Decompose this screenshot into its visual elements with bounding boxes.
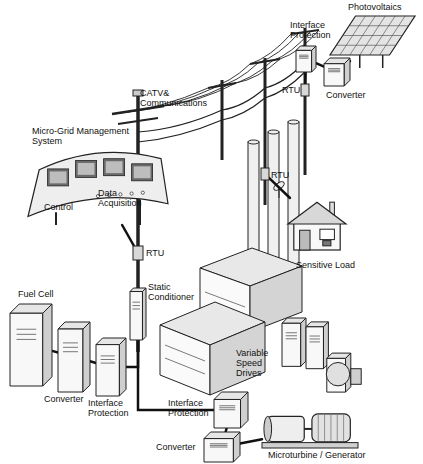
equipment-label: Interface Protection <box>290 20 340 40</box>
fuel-cell-cabinet: Fuel Cell <box>10 304 52 386</box>
interface-protection-cabinet: Interface Protection <box>214 392 248 428</box>
equipment-label: RTU <box>282 85 300 95</box>
equipment-label: Sensitive Load <box>296 260 366 270</box>
equipment-label: RTU <box>146 248 166 258</box>
cable <box>304 72 307 84</box>
converter-unit: Converter <box>324 58 350 86</box>
cabinet-drawing <box>296 46 316 72</box>
equipment-drawing <box>288 198 346 250</box>
cable <box>269 178 290 198</box>
rtu-drawing <box>261 168 269 180</box>
generator-drawing <box>268 416 304 441</box>
cabinet-drawing <box>130 288 146 340</box>
rtu-box: RTU <box>133 246 143 260</box>
rtu-box: RTU <box>301 84 309 96</box>
equipment-drawing <box>262 412 358 448</box>
cable <box>90 361 96 363</box>
equipment-drawing <box>58 322 90 392</box>
equipment-drawing <box>296 46 316 72</box>
equipment-drawing <box>10 304 52 386</box>
cable <box>126 340 138 367</box>
solar-panel <box>330 16 415 55</box>
microturbine-generator: Microturbine / Generator <box>262 412 358 448</box>
turbine-drawing <box>312 414 350 442</box>
cabinet-drawing <box>214 392 248 428</box>
equipment-label: Variable Speed Drives <box>236 348 280 378</box>
cabinet-drawing <box>96 338 126 396</box>
equipment-label: Interface Protection <box>88 398 138 418</box>
converter-cabinet: Converter <box>204 432 240 462</box>
house-roof <box>288 202 346 224</box>
rtu-drawing <box>301 84 309 96</box>
cabinet-drawing <box>306 322 328 369</box>
cabinet-drawing <box>204 432 240 462</box>
equipment-label: Converter <box>156 442 202 452</box>
line-label: CATV& Communications <box>140 88 210 108</box>
interface-protection-unit: Interface Protection <box>296 46 316 72</box>
equipment-label: Microturbine / Generator <box>268 450 378 460</box>
cable <box>316 63 324 66</box>
equipment-label: Control <box>44 202 84 212</box>
interface-protection-cabinet: Interface Protection <box>96 338 126 396</box>
cable <box>52 351 58 353</box>
variable-speed-drives: Variable Speed Drives <box>282 318 362 396</box>
fan-drawing <box>326 362 349 385</box>
static-conditioner: Static Conditioner <box>130 288 146 340</box>
cable <box>240 439 262 443</box>
power-lines <box>114 30 319 114</box>
sensitive-load-house: Sensitive Load <box>288 198 346 250</box>
equipment-drawing <box>214 392 248 428</box>
factory-building <box>160 248 302 395</box>
equipment-drawing <box>282 318 362 396</box>
cable <box>122 225 134 246</box>
cabinet-drawing <box>58 322 90 392</box>
equipment-label: Fuel Cell <box>18 289 63 299</box>
equipment-drawing <box>96 338 126 396</box>
equipment-drawing <box>28 140 168 225</box>
cabinet-drawing <box>10 304 52 386</box>
equipment-label: Micro-Grid Management System <box>32 126 147 146</box>
cabinet-drawing <box>327 353 351 392</box>
rtu-drawing <box>133 246 143 260</box>
console-panel <box>28 152 168 216</box>
rtu-box: RTU <box>261 168 269 180</box>
equipment-label: Data Acquisition <box>98 188 148 208</box>
equipment-label: Interface Protection <box>168 398 214 418</box>
management-console: Micro-Grid Management SystemData Acquisi… <box>28 140 168 225</box>
equipment-label: Converter <box>44 394 89 404</box>
equipment-drawing <box>133 246 143 260</box>
equipment-label: Converter <box>326 90 376 100</box>
communication-lines <box>138 62 305 142</box>
cabinet-drawing <box>282 318 306 366</box>
cable <box>224 428 227 432</box>
equipment-label: RTU <box>271 170 291 180</box>
cabinet-drawing <box>324 58 350 86</box>
equipment-drawing <box>324 58 350 86</box>
equipment-label: Static Conditioner <box>148 282 198 302</box>
equipment-drawing <box>261 168 269 180</box>
equipment-label: Photovoltaics <box>348 2 418 12</box>
equipment-drawing <box>204 432 240 462</box>
equipment-drawing <box>301 84 309 96</box>
equipment-drawing <box>130 288 146 340</box>
converter-cabinet: Converter <box>58 322 90 392</box>
